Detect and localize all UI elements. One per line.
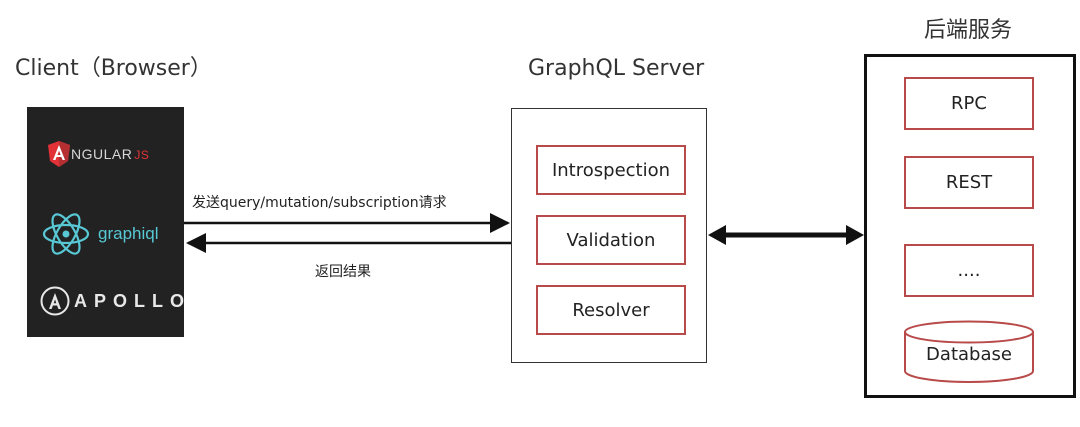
database-cylinder: Database	[903, 320, 1035, 384]
graphiql-icon	[42, 213, 90, 255]
validation-box: Validation	[536, 215, 686, 265]
request-label: 发送query/mutation/subscription请求	[192, 195, 447, 211]
apollo-icon	[40, 286, 70, 316]
apollo-logo: APOLLO	[40, 286, 191, 316]
angular-shield-icon	[48, 141, 70, 167]
database-label: Database	[926, 344, 1012, 365]
database-icon	[904, 320, 1034, 383]
response-label: 返回结果	[315, 264, 371, 280]
rpc-box: RPC	[904, 77, 1034, 130]
resolver-box: Resolver	[536, 285, 686, 335]
server-title: GraphQL Server	[528, 56, 705, 81]
graphiql-wordmark: graphiql	[98, 224, 159, 243]
rest-box: REST	[904, 156, 1034, 209]
apollo-wordmark: APOLLO	[74, 290, 191, 311]
other-service-box: ....	[904, 244, 1034, 297]
backend-title: 后端服务	[924, 18, 1013, 43]
bidirectional-arrow	[708, 225, 864, 245]
graphiql-logo: graphiql	[40, 208, 159, 260]
introspection-box: Introspection	[536, 145, 686, 195]
client-title: Client（Browser）	[15, 56, 212, 81]
